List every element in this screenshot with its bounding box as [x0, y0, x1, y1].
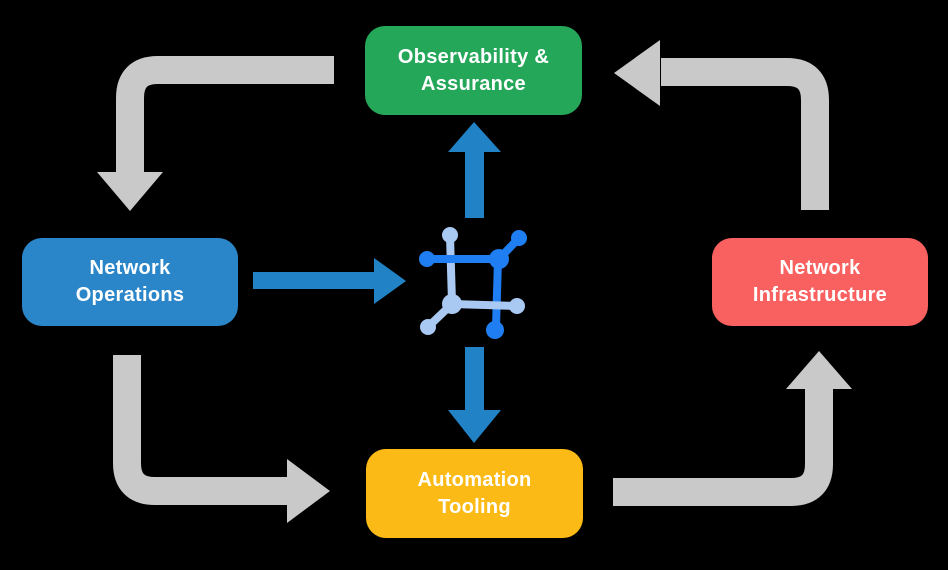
- node-observability-assurance: Observability & Assurance: [365, 26, 582, 115]
- cycle-arrow-bottom-left: [113, 355, 330, 523]
- node-label-line: Automation: [417, 468, 532, 491]
- node-label-line: Assurance: [421, 72, 526, 95]
- cycle-arrow-top-left: [97, 56, 334, 211]
- node-label-line: Network: [89, 257, 171, 279]
- node-label-line: Operations: [75, 284, 185, 306]
- node-label-line: Observability &: [397, 45, 550, 68]
- node-automation-tooling: Automation Tooling: [366, 449, 583, 538]
- cycle-arrow-top-right: [614, 40, 829, 210]
- node-network-operations: Network Operations: [22, 238, 238, 326]
- node-label-line: Tooling: [438, 495, 511, 518]
- node-label-line: Network: [779, 257, 861, 279]
- arrow-center-to-observability: [448, 122, 501, 218]
- node-label-line: Infrastructure: [752, 284, 888, 306]
- cycle-arrow-bottom-right: [613, 351, 852, 506]
- network-fabric-icon: [419, 227, 527, 339]
- arrow-operations-to-center: [253, 258, 406, 304]
- arrow-center-to-automation: [448, 347, 501, 443]
- node-network-infrastructure: Network Infrastructure: [712, 238, 928, 326]
